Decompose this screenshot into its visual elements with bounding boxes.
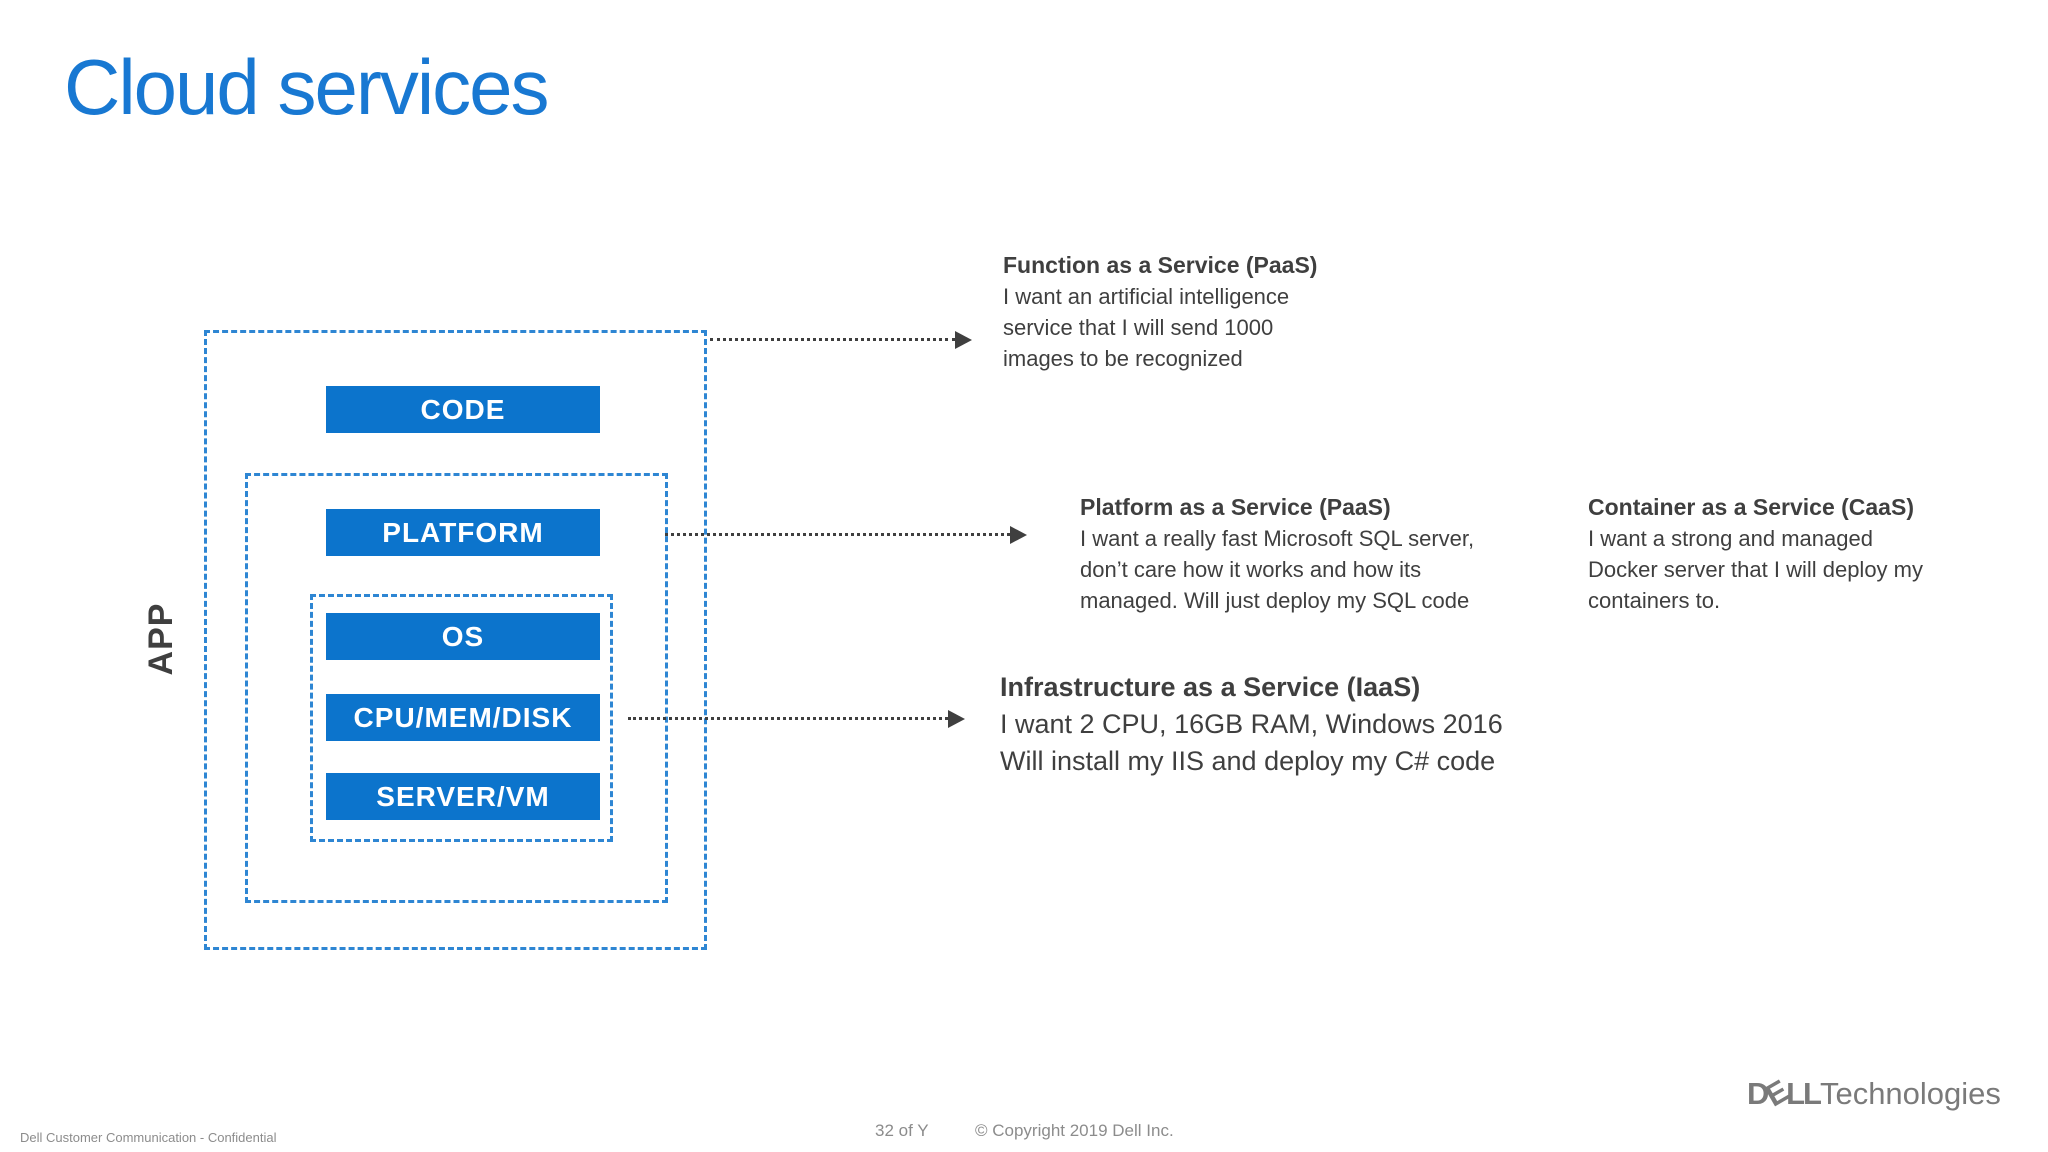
app-axis-label: APP: [142, 602, 180, 676]
dell-technologies-logo: DELLTechnologies: [1747, 1073, 2001, 1114]
confidentiality-notice: Dell Customer Communication - Confidenti…: [20, 1130, 277, 1145]
layer-bar-cpu-mem-disk: CPU/MEM/DISK: [326, 694, 600, 741]
layer-bar-os: OS: [326, 613, 600, 660]
layer-bar-platform: PLATFORM: [326, 509, 600, 556]
layer-bar-server-vm: SERVER/VM: [326, 773, 600, 820]
faas-heading: Function as a Service (PaaS): [1003, 252, 1318, 278]
paas-heading: Platform as a Service (PaaS): [1080, 494, 1391, 520]
app-outer-box: [204, 330, 707, 950]
iaas-arrow-icon: [628, 710, 965, 728]
caas-description: Container as a Service (CaaS) I want a s…: [1588, 492, 2018, 616]
page-number: 32 of Y: [875, 1121, 929, 1140]
faas-arrow-icon: [710, 331, 972, 349]
page-title: Cloud services: [64, 43, 550, 131]
copyright-notice: © Copyright 2019 Dell Inc.: [975, 1121, 1174, 1140]
faas-body: I want an artificial intelligence servic…: [1003, 284, 1290, 371]
iaas-description: Infrastructure as a Service (IaaS) I wan…: [1000, 668, 1640, 780]
layer-bar-code: CODE: [326, 386, 600, 433]
caas-body: I want a strong and managed Docker serve…: [1588, 526, 1923, 613]
platform-box: [245, 473, 668, 903]
faas-description: Function as a Service (PaaS) I want an a…: [1003, 250, 1423, 374]
paas-description: Platform as a Service (PaaS) I want a re…: [1080, 492, 1580, 616]
dell-wordmark: DELL: [1747, 1073, 1822, 1114]
paas-body: I want a really fast Microsoft SQL serve…: [1080, 526, 1475, 613]
iaas-body: I want 2 CPU, 16GB RAM, Windows 2016 Wil…: [1000, 709, 1503, 776]
caas-heading: Container as a Service (CaaS): [1588, 494, 1914, 520]
infrastructure-box: [310, 594, 613, 842]
iaas-heading: Infrastructure as a Service (IaaS): [1000, 672, 1421, 702]
paas-arrow-icon: [665, 526, 1027, 544]
technologies-wordmark: Technologies: [1819, 1076, 2001, 1111]
